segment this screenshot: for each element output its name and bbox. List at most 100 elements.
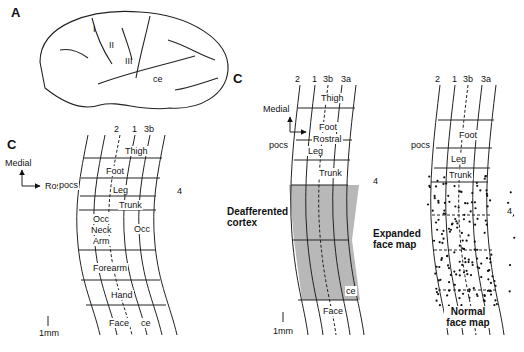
map-dot (445, 183, 447, 185)
map-label: 1mm (272, 326, 294, 336)
map-dot (513, 237, 515, 239)
map-dot (467, 234, 469, 236)
map-dot (442, 183, 444, 185)
map-dot (441, 233, 443, 235)
map-label: 3b (462, 74, 474, 84)
map-dot (459, 190, 461, 192)
map-label: 3b (322, 74, 334, 84)
map-dot (479, 189, 481, 191)
map-dot (444, 202, 446, 204)
map-label: 3a (340, 74, 352, 84)
map-dot (471, 201, 473, 203)
map-dot (490, 290, 492, 292)
map-dot (441, 242, 443, 244)
map-dot (461, 264, 463, 266)
map-dot (434, 195, 436, 197)
map-label: 1mm (38, 328, 60, 338)
map-dot (455, 220, 457, 222)
map-label: C (6, 138, 17, 152)
map-label: Trunk (448, 170, 473, 180)
map-dot (462, 240, 464, 242)
map-dot (446, 255, 448, 257)
map-label: Leg (450, 154, 467, 164)
brain-sketch (40, 11, 228, 108)
map-label: I (92, 24, 97, 34)
map-label: Face (108, 318, 130, 328)
map-label: Thigh (320, 93, 345, 103)
map-label: Leg (112, 185, 129, 195)
map-dot (487, 205, 489, 207)
map-dot (436, 180, 438, 182)
map-label: 2 (434, 74, 441, 84)
map-label: 3b (143, 124, 155, 134)
map-dot (451, 222, 453, 224)
map-label: Expanded face map (372, 228, 430, 250)
map-dot (474, 241, 476, 243)
map-label: Foot (318, 122, 338, 132)
map-label: 4 (176, 186, 183, 196)
map-dot (440, 259, 442, 261)
map-dot (480, 276, 482, 278)
map-dot (470, 274, 472, 276)
map-dot (456, 222, 458, 224)
map-dot (486, 193, 488, 195)
map-dot (471, 261, 473, 263)
map-label: 2 (113, 124, 120, 134)
deafferented-map (283, 85, 364, 335)
map-dot (454, 205, 456, 207)
left-map (22, 135, 177, 335)
map-label: pocs (58, 180, 79, 190)
map-dot (436, 229, 438, 231)
map-dot (488, 269, 490, 271)
map-dot (476, 249, 478, 251)
map-label: 4 (372, 176, 379, 186)
map-dot (489, 258, 491, 260)
map-label: 1 (451, 74, 458, 84)
map-dot (427, 203, 429, 205)
map-dot (484, 300, 486, 302)
map-label: Leg (307, 146, 324, 156)
map-dot (474, 207, 476, 209)
map-dot (446, 255, 448, 257)
map-dot (485, 189, 487, 191)
map-dot (494, 285, 496, 287)
expanded-face-map (431, 85, 504, 335)
map-dot (443, 210, 445, 212)
map-dot (436, 266, 438, 268)
map-dot (461, 247, 463, 249)
map-dot (473, 248, 475, 250)
map-label: 1 (311, 74, 318, 84)
map-label: A (10, 6, 21, 20)
map-dot (442, 230, 444, 232)
map-dot (447, 195, 449, 197)
map-dot (489, 261, 491, 263)
map-label: C (232, 72, 243, 86)
map-dot (434, 197, 436, 199)
map-dot (465, 270, 467, 272)
map-dot (470, 210, 472, 212)
map-dot (484, 178, 486, 180)
map-dot (483, 299, 485, 301)
map-label: Occ (92, 214, 110, 224)
map-dot (429, 186, 431, 188)
map-label: Medial (4, 158, 33, 168)
map-dot (454, 218, 456, 220)
map-dot (435, 185, 437, 187)
map-dot (446, 294, 448, 296)
map-dot (439, 241, 441, 243)
map-dot (454, 284, 456, 286)
map-dot (450, 274, 452, 276)
map-dot (433, 240, 435, 242)
map-label: Thigh (124, 146, 149, 156)
map-label: Foot (105, 166, 125, 176)
map-dot (453, 270, 455, 272)
map-label: Neck (90, 225, 113, 235)
map-dot (484, 175, 486, 177)
map-dot (478, 267, 480, 269)
map-dot (465, 240, 467, 242)
map-dot (509, 264, 511, 266)
map-dot (448, 201, 450, 203)
map-dot (469, 221, 471, 223)
map-dot (459, 269, 461, 271)
